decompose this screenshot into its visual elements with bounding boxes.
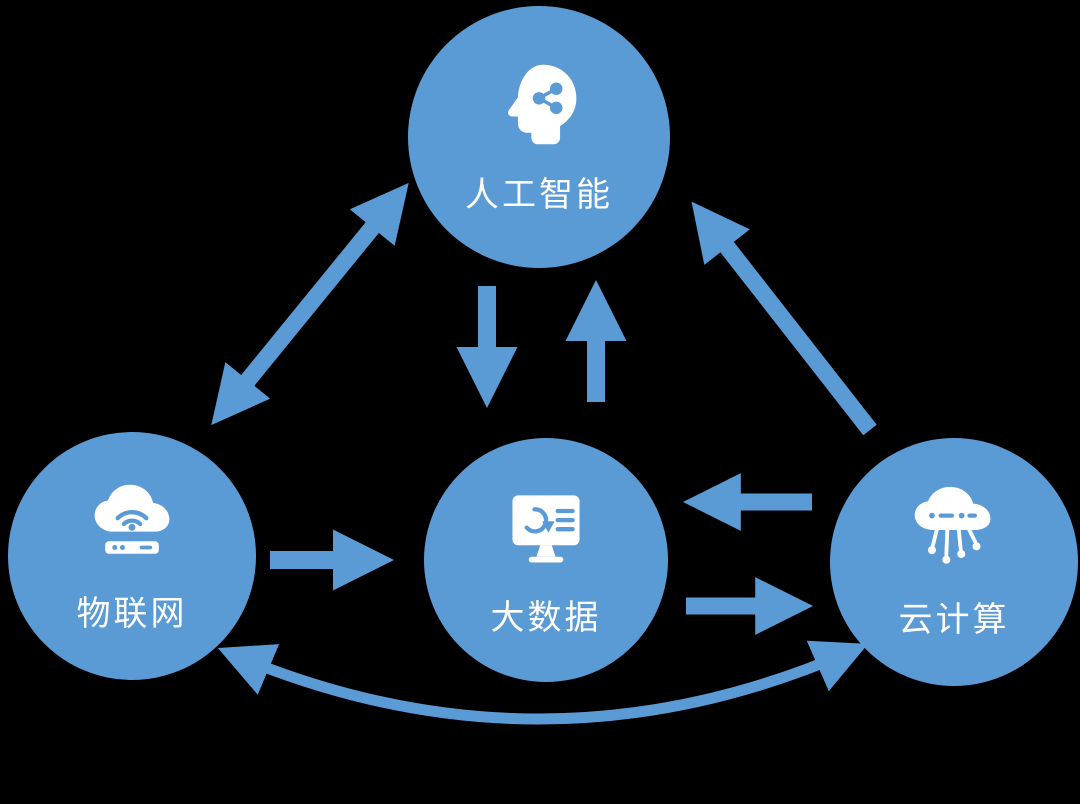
arrow-iot-cloud-curved-bidirectional [217, 640, 869, 725]
arrow-ai-iot-bidirectional [211, 182, 409, 426]
ai-head-share-icon [508, 64, 577, 144]
node-iot: 物联网 [8, 432, 256, 680]
node-ai-label: 人工智能 [465, 175, 613, 214]
node-cloud-label: 云计算 [898, 600, 1010, 639]
node-bigdata-label: 大数据 [490, 598, 602, 637]
node-iot-label: 物联网 [76, 594, 188, 633]
node-cloud: 云计算 [830, 438, 1078, 686]
arrow-cloud-to-ai [691, 201, 877, 436]
big-data-monitor-icon [512, 494, 580, 562]
iot-cloud-router-icon [94, 484, 170, 554]
node-ai: 人工智能 [408, 6, 670, 268]
node-bigdata: 大数据 [424, 438, 668, 682]
cloud-computing-icon [914, 486, 991, 564]
